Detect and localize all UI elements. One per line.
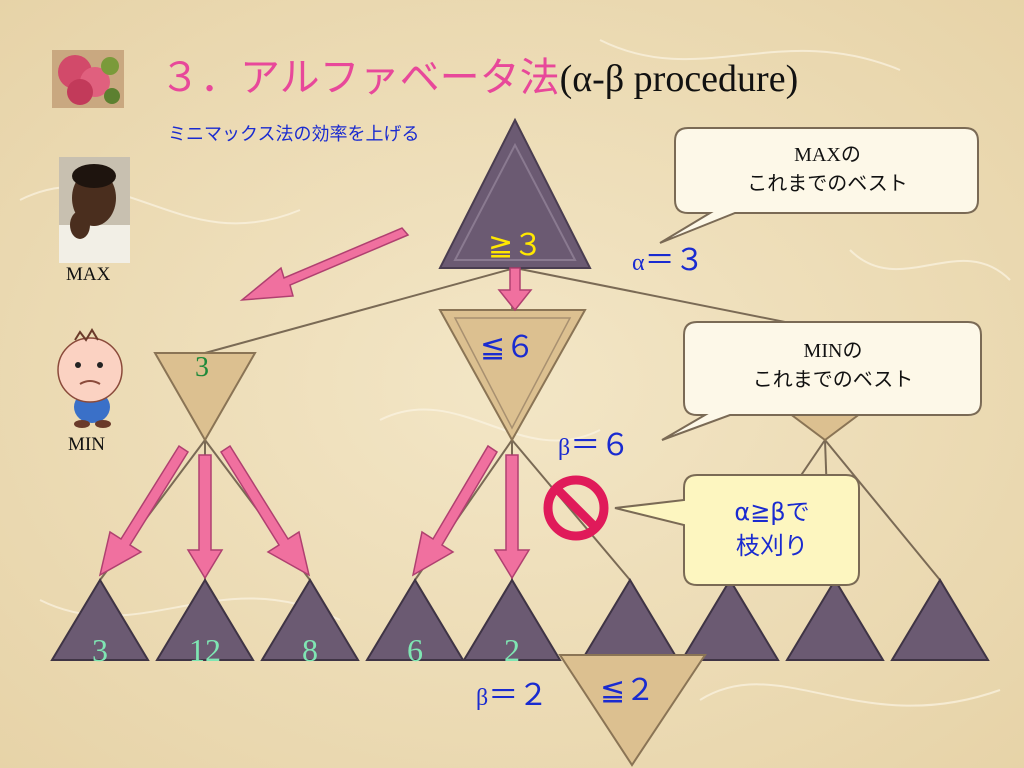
alpha-label: α＝３ — [632, 235, 705, 279]
prune-bubble-line1: α≧βで — [734, 498, 810, 526]
leaf-value-3: 8 — [302, 632, 318, 668]
arrow-to-leaf-8 — [219, 444, 311, 577]
prune-bubble-shape — [614, 474, 860, 586]
arrow-to-leaf-6 — [411, 444, 499, 577]
alpha-bubble-shape — [659, 127, 979, 244]
beta-top-symbol: β — [558, 435, 571, 461]
page-subtitle: ミニマックス法の効率を上げる — [168, 124, 420, 145]
alpha-bubble-text: MAXの これまでのベスト — [680, 140, 975, 197]
cartoon-boy-icon — [57, 328, 123, 428]
min-node-sub — [558, 654, 707, 767]
beta-bubble-text: MINの これまでのベスト — [688, 336, 978, 393]
alpha-bubble-jp: の — [840, 142, 861, 166]
min-node-middle — [438, 309, 587, 443]
page-title: ３．アルファベータ法(α-β procedure) — [160, 54, 798, 103]
arrow-to-middle-min — [497, 267, 533, 312]
beta-bubble-shape — [661, 321, 982, 441]
arrow-to-leaf-2 — [493, 454, 531, 580]
alpha-symbol: α — [632, 250, 645, 276]
prune-bubble-text: α≧βで 枝刈り — [688, 495, 856, 563]
arrow-to-left-min — [239, 227, 410, 301]
beta-bottom-symbol: β — [476, 685, 489, 711]
min-middle-value: ≦６ — [480, 330, 536, 365]
leaf-value-4: 6 — [407, 632, 423, 668]
man-portrait-icon — [59, 157, 130, 263]
arrow-to-leaf-3 — [98, 444, 190, 577]
min-sub-value: ≦２ — [600, 673, 656, 708]
beta-bubble-jp: の — [842, 338, 863, 362]
alpha-bubble-en: MAX — [794, 144, 841, 166]
beta-bottom-label: β＝２ — [476, 670, 548, 714]
min-node-left — [153, 352, 257, 443]
prohibit-icon — [543, 475, 609, 541]
arrow-to-leaf-12 — [186, 454, 224, 580]
leaf-nodes — [50, 578, 990, 661]
beta-bubble-line2: これまでのベスト — [752, 367, 914, 391]
title-main: ３．アルファベータ法 — [160, 55, 560, 101]
leaf-value-2: 12 — [189, 632, 221, 668]
min-left-value: 3 — [195, 352, 209, 383]
title-sub: (α-β procedure) — [559, 58, 799, 100]
beta-top-value: ＝６ — [570, 428, 631, 463]
beta-bottom-value: ＝２ — [488, 678, 549, 713]
search-arrows — [98, 227, 533, 580]
min-label: MIN — [68, 434, 105, 455]
alpha-value: ＝３ — [644, 243, 705, 278]
max-label: MAX — [66, 264, 111, 285]
prune-bubble-line2: 枝刈り — [736, 532, 808, 560]
flower-icon — [52, 50, 124, 108]
root-node-value: ≧３ — [488, 228, 544, 263]
leaf-value-5: 2 — [504, 632, 520, 668]
beta-top-label: β＝６ — [558, 420, 630, 464]
alpha-bubble-line2: これまでのベスト — [747, 171, 908, 195]
beta-bubble-en: MIN — [803, 340, 843, 362]
leaf-value-1: 3 — [92, 632, 108, 668]
